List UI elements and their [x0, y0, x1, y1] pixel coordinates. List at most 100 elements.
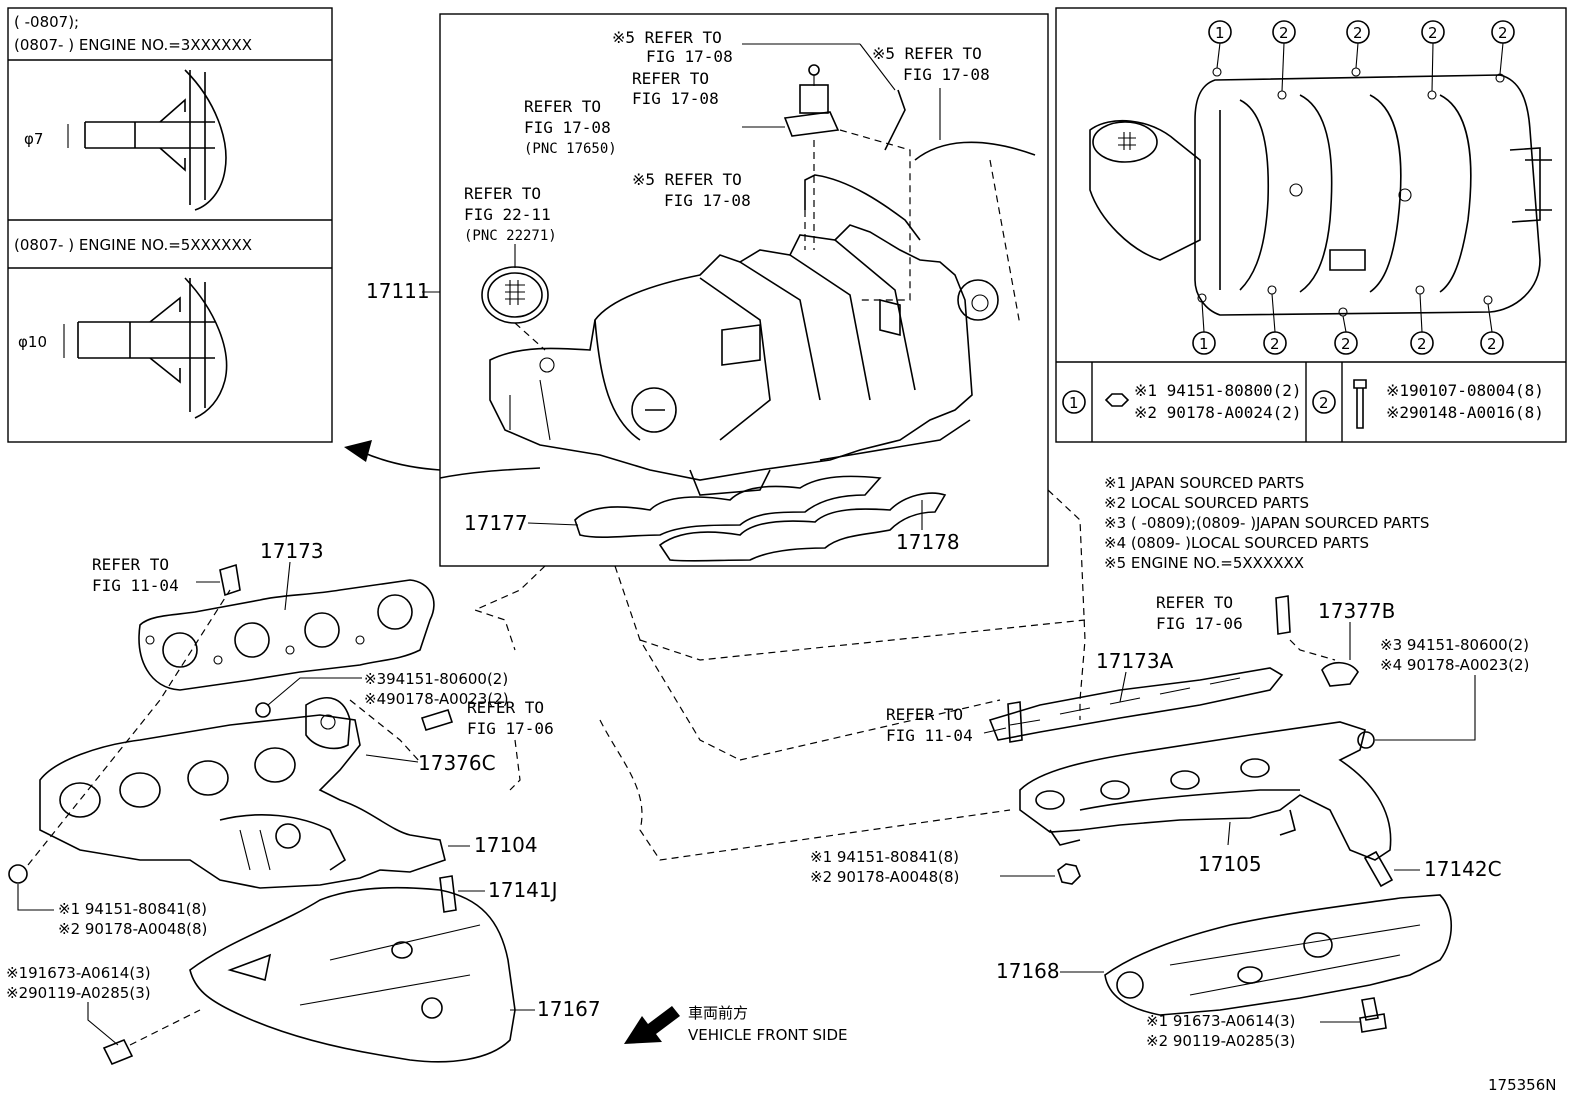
left-exhaust-bank: REFER TO FIG 11-04 17173 ※394151-80600(2… [6, 539, 601, 1066]
svg-text:1: 1 [1215, 24, 1225, 42]
svg-text:FIG 11-04: FIG 11-04 [886, 726, 973, 745]
svg-text:REFER TO: REFER TO [632, 69, 709, 88]
nut-left-a-1: ※394151-80600(2) [364, 670, 508, 688]
intake-manifold [439, 224, 999, 496]
svg-text:2: 2 [1341, 335, 1351, 353]
nut-icon [1104, 393, 1130, 407]
svg-text:(PNC 22271): (PNC 22271) [464, 228, 557, 244]
pipe-detail-10mm: φ10 [18, 277, 228, 419]
nut-right-b [1057, 863, 1081, 885]
legend-1: ※1 JAPAN SOURCED PARTS [1104, 474, 1304, 492]
part-17105: 17105 [1198, 852, 1262, 876]
svg-text:FIG 17-08: FIG 17-08 [664, 191, 751, 210]
svg-text:1: 1 [1069, 394, 1079, 412]
dim-phi10: φ10 [18, 333, 47, 351]
part-17104: 17104 [474, 833, 538, 857]
svg-text:FIG 17-08: FIG 17-08 [646, 47, 733, 66]
nut-right-a-2: ※4 90178-A0023(2) [1380, 656, 1529, 674]
fastener-2-line1: ※190107-08004(8) [1386, 381, 1544, 400]
part-17177: 17177 [464, 511, 528, 535]
right-exhaust-bank: REFER TO FIG 17-06 17377B ※3 94151-80600… [810, 593, 1529, 1050]
stud-17142c [1363, 850, 1394, 888]
ref-left-17-06: REFER TO [467, 698, 544, 717]
vehicle-front-indicator: 車両前方 VEHICLE FRONT SIDE [624, 1004, 848, 1044]
vsv-assembly [742, 43, 1036, 241]
engine-outline [473, 489, 1086, 861]
nut-right-b-1: ※1 94151-80841(8) [810, 848, 959, 866]
bolt-icon [1353, 379, 1367, 429]
heat-insulator-17168 [1104, 894, 1452, 1016]
svg-text:FIG 17-06: FIG 17-06 [1156, 614, 1243, 633]
legend-4: ※4 (0809- )LOCAL SOURCED PARTS [1104, 534, 1369, 552]
fastener-1-line1: ※1 94151-80800(2) [1134, 381, 1302, 400]
svg-text:(PNC 17650): (PNC 17650) [524, 141, 617, 157]
legend-3: ※3 ( -0809);(0809- )JAPAN SOURCED PARTS [1104, 514, 1429, 532]
bolt-left-2: ※290119-A0285(3) [6, 984, 151, 1002]
legend-2: ※2 LOCAL SOURCED PARTS [1104, 494, 1309, 512]
bolt-left-1: ※191673-A0614(3) [6, 964, 151, 982]
dashed-leaders-top [804, 129, 1021, 326]
ref-throttle: REFER TO [464, 184, 541, 203]
bolt-left [102, 1038, 134, 1066]
exhaust-gasket-left [138, 579, 435, 691]
ref-right-17-06: REFER TO [1156, 593, 1233, 612]
svg-text:FIG 22-11: FIG 22-11 [464, 205, 551, 224]
front-direction-arrow-icon [624, 1006, 680, 1044]
ref-vsv-b: REFER TO [524, 97, 601, 116]
nut-left-b [8, 864, 28, 884]
inset-callout-arrow [361, 451, 441, 471]
svg-text:2: 2 [1270, 335, 1280, 353]
stud-17141j [439, 875, 457, 913]
ref-vsv-a: ※5 REFER TO [612, 28, 722, 47]
svg-text:1: 1 [1199, 335, 1209, 353]
svg-text:2: 2 [1319, 394, 1329, 412]
fastener-2-line2: ※290148-A0016(8) [1386, 403, 1544, 422]
part-17173A: 17173A [1096, 649, 1174, 673]
legend-5: ※5 ENGINE NO.=5XXXXXX [1104, 554, 1304, 572]
heat-insulator-17167 [189, 886, 516, 1063]
legend: ※1 JAPAN SOURCED PARTS ※2 LOCAL SOURCED … [1104, 474, 1429, 572]
pipe-detail-7mm: φ7 [24, 69, 227, 211]
svg-text:2: 2 [1353, 24, 1363, 42]
svg-text:FIG 17-08: FIG 17-08 [632, 89, 719, 108]
svg-text:FIG 17-08: FIG 17-08 [903, 65, 990, 84]
part-17376C: 17376C [418, 751, 496, 775]
fastener-1-line2: ※2 90178-A0024(2) [1134, 403, 1302, 422]
exhaust-manifold-17104 [39, 714, 446, 889]
part-17141J: 17141J [488, 878, 558, 902]
intake-manifold-box: ※5 REFER TO FIG 17-08 REFER TO FIG 17-08… [439, 13, 1049, 567]
bolt-right [1361, 997, 1379, 1021]
part-17167: 17167 [537, 997, 601, 1021]
svg-text:2: 2 [1428, 24, 1438, 42]
part-17142C: 17142C [1424, 857, 1502, 881]
bolt-right-2: ※2 90119-A0285(3) [1146, 1032, 1295, 1050]
inset-arrow-head [344, 440, 372, 462]
svg-text:2: 2 [1498, 24, 1508, 42]
manifold-gaskets: 17177 17178 [464, 475, 960, 562]
part-17111: 17111 [366, 279, 430, 303]
svg-text:FIG 17-06: FIG 17-06 [467, 719, 554, 738]
throttle-body-gasket [481, 244, 549, 351]
manifold-top-view-inset: 1 2 2 2 2 1 2 2 2 2 [1055, 7, 1567, 443]
svg-text:2: 2 [1417, 335, 1427, 353]
stud-right-top [1275, 595, 1291, 635]
manifold-frame [439, 13, 1049, 567]
nut-right-a-1: ※3 94151-80600(2) [1380, 636, 1529, 654]
inset-frame [7, 7, 333, 443]
svg-text:2: 2 [1279, 24, 1289, 42]
ref-hose-a: ※5 REFER TO [872, 44, 982, 63]
gasket-17376c [305, 696, 351, 750]
svg-text:FIG 17-08: FIG 17-08 [524, 118, 611, 137]
top-view-callouts: 1 2 2 2 2 1 2 2 2 2 [1192, 20, 1515, 355]
front-label-en: VEHICLE FRONT SIDE [688, 1026, 848, 1044]
bracket-17377b [1321, 661, 1359, 687]
svg-text:FIG 11-04: FIG 11-04 [92, 576, 179, 595]
nut-right-b-2: ※2 90178-A0048(8) [810, 868, 959, 886]
top-view-frame [1055, 7, 1567, 443]
part-17377B: 17377B [1318, 599, 1395, 623]
ref-left-11-04: REFER TO [92, 555, 169, 574]
inset-upper-line2: (0807- ) ENGINE NO.=3XXXXXX [14, 36, 252, 54]
nut-left-b-1: ※1 94151-80841(8) [58, 900, 207, 918]
inset-lower-line1: (0807- ) ENGINE NO.=5XXXXXX [14, 236, 252, 254]
